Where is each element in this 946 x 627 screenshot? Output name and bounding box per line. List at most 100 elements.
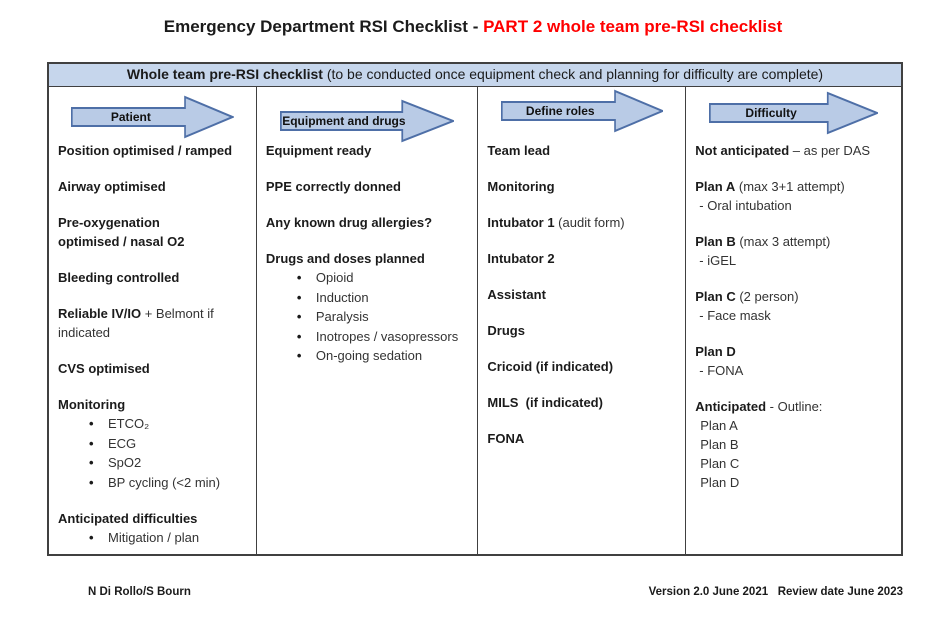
checklist-item: Airway optimised [58, 177, 247, 196]
plan-sub-item: - Oral intubation [699, 198, 792, 213]
checklist-item: Anticipated difficulties [58, 509, 247, 528]
checklist-item: CVS optimised [58, 359, 247, 378]
arrow-shape-icon [500, 89, 664, 133]
plan-outline-item: Plan D [700, 475, 740, 490]
item-text-regular: (max 3 attempt) [735, 234, 831, 249]
column-patient: Patient Position optimised / ramped Airw… [49, 87, 257, 554]
checklist-item: Intubator 1 (audit form) [487, 213, 676, 232]
column-define-roles: Define roles Team lead Monitoring Intuba… [478, 87, 687, 554]
column-equipment-drugs: Equipment and drugs Equipment ready PPE … [257, 87, 479, 554]
difficulty-group: Plan A (max 3+1 attempt) - Oral intubati… [695, 177, 892, 215]
bullet-item: ETCO₂ [58, 414, 247, 434]
arrow-shape-icon [280, 99, 455, 143]
item-text: Pre-oxygenation [58, 215, 160, 230]
item-text: Monitoring [58, 397, 126, 412]
checklist-item: Monitoring [58, 395, 247, 414]
banner-rest-text: (to be conducted once equipment check an… [322, 66, 824, 82]
plan-outline-item: Plan B [700, 437, 739, 452]
plan-sub-item: - iGEL [699, 253, 737, 268]
page-title-highlight: PART 2 whole team pre-RSI checklist [483, 17, 783, 36]
roles-arrow-label: Define roles [525, 104, 595, 118]
checklist-item: Bleeding controlled [58, 268, 247, 287]
difficulty-group: Plan D - FONA [695, 342, 892, 380]
item-text-bold: Plan B [695, 234, 736, 249]
bullet-item: On-going sedation [266, 346, 469, 366]
item-text: Position optimised / ramped [58, 143, 233, 158]
difficulty-group: Plan C (2 person) - Face mask [695, 287, 892, 325]
bullet-item: Paralysis [266, 307, 469, 327]
difficulty-group: Anticipated - Outline: Plan A Plan B Pla… [695, 397, 892, 492]
item-text: PPE correctly donned [265, 179, 401, 194]
checklist-item: Reliable IV/IO + Belmont if indicated [58, 304, 247, 342]
item-text: Intubator 2 [487, 251, 555, 266]
item-text-regular: (max 3+1 attempt) [735, 179, 845, 194]
item-text: Any known drug allergies? [265, 215, 433, 230]
item-text: FONA [487, 431, 525, 446]
item-text-bold: Plan A [695, 179, 736, 194]
item-text: Bleeding controlled [58, 270, 180, 285]
item-text: Drugs [487, 323, 525, 338]
item-text: Airway optimised [58, 179, 166, 194]
patient-arrow: Patient [58, 90, 247, 144]
drugs-bullet-list: Opioid Induction Paralysis Inotropes / v… [266, 268, 469, 366]
item-text-regular: – as per DAS [789, 143, 871, 158]
bullet-item: ECG [58, 434, 247, 454]
banner-bold-text: Whole team pre-RSI checklist [126, 66, 323, 82]
arrow-shape-icon [71, 95, 234, 139]
page-footer: N Di Rollo/S Bourn Version 2.0 June 2021… [47, 586, 903, 598]
item-text: Drugs and doses planned [265, 251, 425, 266]
plan-sub-item: - FONA [699, 363, 744, 378]
column-difficulty: Difficulty Not anticipated – as per DAS … [686, 87, 901, 554]
page-title: Emergency Department RSI Checklist - PAR… [0, 17, 946, 37]
item-text-regular: + Belmont if [141, 306, 214, 321]
item-text-regular: indicated [58, 325, 111, 340]
equipment-arrow-label: Equipment and drugs [282, 114, 406, 128]
checklist-item: Position optimised / ramped [58, 141, 247, 160]
footer-version-info: Version 2.0 June 2021 Review date June 2… [648, 586, 903, 598]
bullet-item: Inotropes / vasopressors [266, 327, 469, 347]
item-text: Equipment ready [265, 143, 372, 158]
monitoring-bullet-list: ETCO₂ ECG SpO2 BP cycling (<2 min) [58, 414, 247, 492]
item-text: Cricoid (if indicated) [487, 359, 614, 374]
difficulties-bullet-list: Mitigation / plan [58, 528, 247, 548]
checklist-item: PPE correctly donned [266, 177, 469, 196]
difficulty-arrow-label: Difficulty [745, 106, 797, 120]
item-text: CVS optimised [58, 361, 150, 376]
equipment-arrow: Equipment and drugs [266, 94, 469, 148]
difficulty-group: Not anticipated – as per DAS [695, 141, 892, 160]
item-text: Team lead [487, 143, 551, 158]
table-banner: Whole team pre-RSI checklist (to be cond… [49, 64, 901, 87]
checklist-item: Assistant [487, 285, 676, 304]
page-title-prefix: Emergency Department RSI Checklist - [163, 17, 484, 36]
bullet-item: Opioid [266, 268, 469, 288]
checklist-item: Team lead [487, 141, 676, 160]
item-text-bold: Reliable IV/IO [58, 306, 142, 321]
checklist-item: Drugs and doses planned [266, 249, 469, 268]
item-text: Assistant [487, 287, 546, 302]
item-text: MILS (if indicated) [487, 395, 603, 410]
arrow-shape-icon [709, 91, 879, 135]
difficulty-group: Plan B (max 3 attempt) - iGEL [695, 232, 892, 270]
checklist-item: FONA [487, 429, 676, 448]
checklist-columns: Patient Position optimised / ramped Airw… [49, 87, 901, 554]
checklist-item: Cricoid (if indicated) [487, 357, 676, 376]
plan-sub-item: - Face mask [699, 308, 771, 323]
footer-authors: N Di Rollo/S Bourn [88, 586, 191, 598]
item-text-regular: (audit form) [554, 215, 625, 230]
item-text-bold: Plan C [695, 289, 736, 304]
bullet-item: Induction [266, 288, 469, 308]
item-text-bold: Not anticipated [695, 143, 790, 158]
bullet-item: SpO2 [58, 453, 247, 473]
checklist-item: Any known drug allergies? [266, 213, 469, 232]
plan-outline-item: Plan C [700, 456, 740, 471]
checklist-item: MILS (if indicated) [487, 393, 676, 412]
item-text-regular: (2 person) [735, 289, 799, 304]
checklist-item: Equipment ready [266, 141, 469, 160]
checklist-item: Intubator 2 [487, 249, 676, 268]
item-text-bold: Intubator 1 [487, 215, 555, 230]
item-text: Anticipated difficulties [58, 511, 198, 526]
item-text-regular: - Outline: [766, 399, 823, 414]
patient-arrow-label: Patient [110, 110, 151, 124]
plan-outline-item: Plan A [700, 418, 738, 433]
